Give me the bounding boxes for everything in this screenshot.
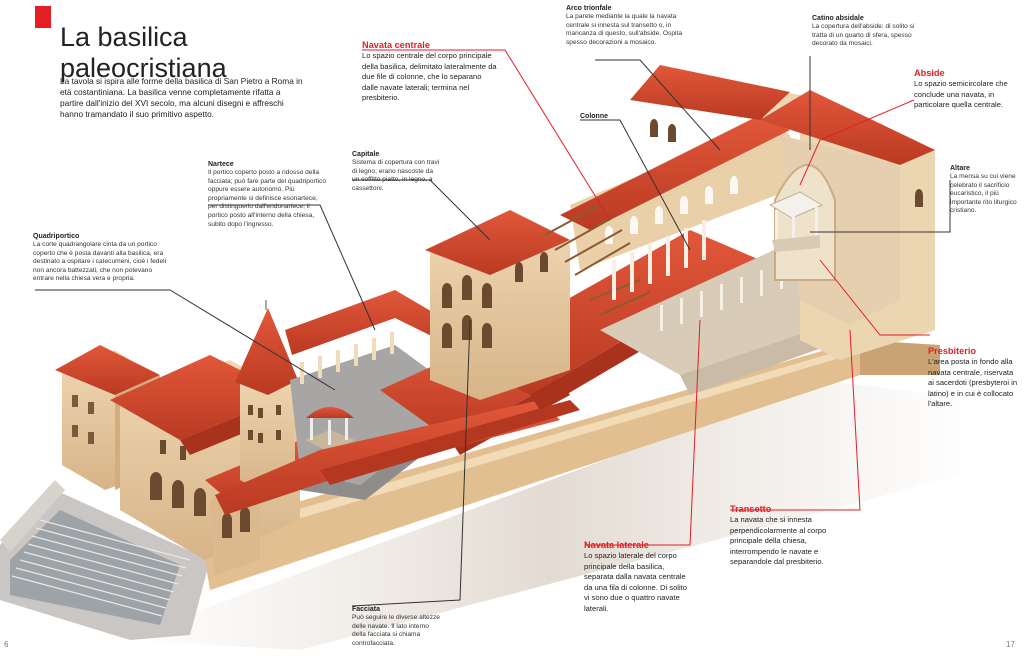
label-facciata: Facciata Può seguire le diverse altezze … — [352, 605, 442, 648]
label-text: La navata che si innesta perpendicolarme… — [730, 515, 827, 567]
label-title: Presbiterio — [928, 346, 976, 356]
label-title: Capitale — [352, 151, 380, 158]
label-text: La copertura dell'abside: di solito si t… — [812, 23, 915, 48]
intro-text: La tavola si ispira alle forme della bas… — [60, 76, 303, 119]
title-accent-mark — [35, 6, 51, 28]
label-arco-trionfale: Arco trionfale La parete mediante la qua… — [566, 4, 686, 47]
label-text: La parete mediante la quale la navata ce… — [566, 13, 682, 46]
page-title: La basilica paleocristiana — [60, 22, 227, 84]
label-navata-centrale: Navata centrale Lo spazio centrale del c… — [362, 40, 497, 104]
label-capitale: Capitale Sistema di copertura con travi … — [352, 150, 442, 193]
label-text: Lo spazio laterale del corpo principale … — [584, 551, 688, 613]
bell-tower — [235, 300, 298, 492]
page-number-right: 17 — [1006, 640, 1015, 649]
portico-roof-front — [215, 400, 580, 515]
label-altare: Altare La mensa su cui viene celebrato i… — [950, 164, 1022, 216]
label-title: Arco trionfale — [566, 5, 612, 12]
label-abside: Abside Lo spazio semicircolare che concl… — [914, 68, 1018, 111]
label-text: Può seguire le diverse altezze delle nav… — [352, 614, 440, 647]
label-presbiterio: Presbiterio L'area posta in fondo alla n… — [928, 346, 1020, 410]
title-line-2: paleocristiana — [60, 53, 227, 84]
label-title: Navata laterale — [584, 540, 649, 550]
label-text: L'area posta in fondo alla navata centra… — [928, 357, 1018, 409]
label-title: Abside — [914, 68, 945, 78]
label-title: Catino absidale — [812, 15, 864, 22]
label-title: Colonne — [580, 113, 608, 120]
outer-wall — [200, 340, 940, 590]
label-title: Altare — [950, 165, 970, 172]
label-title: Quadriportico — [33, 233, 80, 240]
transept-apse — [630, 65, 935, 360]
label-text: La corte quadrangolare cinta da un porti… — [33, 241, 167, 283]
label-transetto: Transetto La navata che si innesta perpe… — [730, 504, 840, 568]
label-text: Sistema di copertura con travi di legno;… — [352, 159, 440, 192]
clerestory-wall — [544, 115, 790, 316]
label-text: Il portico coperto posto a ridosso della… — [208, 169, 327, 228]
leader-lines — [35, 56, 951, 607]
fountain-pavilion — [305, 407, 355, 452]
label-colonne: Colonne — [580, 112, 640, 121]
label-quadriportico: Quadriportico La corte quadrangolare cin… — [33, 232, 168, 284]
basilica-facade — [425, 210, 570, 400]
title-line-1: La basilica — [60, 22, 188, 53]
label-navata-laterale: Navata laterale Lo spazio laterale del c… — [584, 540, 694, 615]
leader-lines-red — [362, 49, 930, 546]
entrance-staircase — [0, 480, 210, 640]
label-nartece: Nartece Il portico coperto posto a ridos… — [208, 160, 328, 229]
label-title: Facciata — [352, 606, 381, 613]
ground-shadow — [120, 380, 980, 650]
page-number-left: 6 — [4, 640, 9, 649]
label-text: Lo spazio semicircolare che conclude una… — [914, 79, 1008, 110]
label-text: La mensa su cui viene celebrato il sacri… — [950, 173, 1017, 215]
label-title: Navata centrale — [362, 40, 430, 50]
label-title: Transetto — [730, 504, 772, 514]
label-title: Nartece — [208, 161, 234, 168]
label-catino-absidale: Catino absidale La copertura dell'abside… — [812, 14, 922, 49]
label-text: Lo spazio centrale del corpo principale … — [362, 51, 497, 103]
altar-ciborium — [768, 191, 824, 252]
